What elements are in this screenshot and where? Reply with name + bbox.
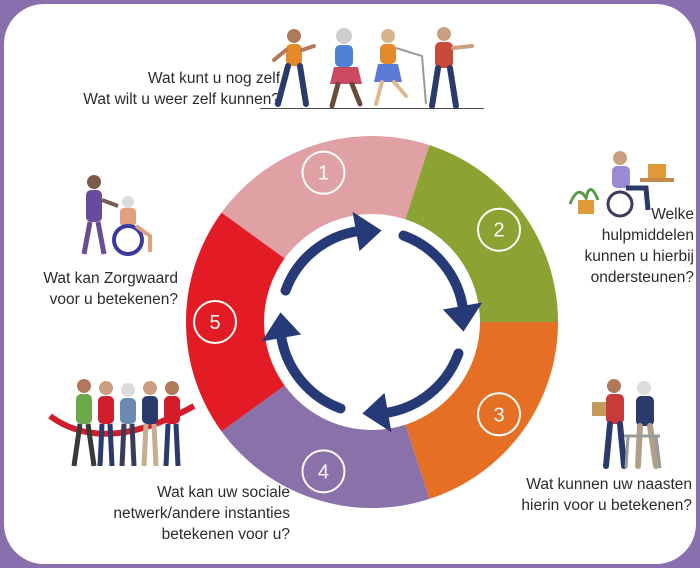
care-cycle-wheel: 1 2 3 4 5 [186, 136, 558, 509]
question-self-ability: Wat kunt u nog zelf Wat wilt u weer zelf… [83, 70, 280, 108]
cycle-arrow-head [261, 312, 302, 342]
cycle-arrow-arc [275, 329, 346, 414]
question-aids: Welke hulpmiddelen kunnen u hierbij onde… [584, 206, 694, 286]
wheelchair-caregiver-icon [81, 175, 152, 256]
segment-1 [221, 136, 430, 259]
segment-2-number: 2 [493, 220, 504, 242]
segment-5-number: 5 [209, 312, 220, 334]
cycle-arrow-head [352, 211, 382, 252]
cycle-arrow-head [362, 392, 392, 433]
cycle-arrows [261, 211, 483, 433]
segment-4-number: 4 [318, 461, 329, 483]
segment-1-number: 1 [318, 163, 329, 185]
social-group-icon [48, 379, 196, 467]
caregiver-walker-icon [592, 379, 662, 469]
question-relatives: Wat kunnen uw naasten hierin voor u bete… [521, 476, 692, 514]
divider-line [260, 108, 484, 109]
diagram-card: 1 2 3 4 5 Wat kunt u nog zelf Wat wilt u wee… [4, 4, 696, 564]
segment-3 [405, 322, 558, 499]
cycle-arrow-arc [379, 348, 464, 419]
cycle-arrow-arc [398, 230, 469, 315]
question-zorgwaard: Wat kan Zorgwaard voor u betekenen? [43, 270, 178, 308]
segment-2-badge [477, 207, 522, 252]
desk-wheelchair-icon [568, 151, 674, 218]
segment-4-badge [301, 449, 346, 494]
cycle-arrow-head [442, 302, 483, 332]
question-social-network: Wat kan uw sociale netwerk/andere instan… [113, 484, 290, 543]
cycle-arrow-arc [280, 225, 365, 296]
segment-3-badge [477, 392, 522, 437]
segment-4 [221, 385, 430, 509]
segment-1-badge [301, 150, 346, 195]
segment-5-badge [193, 300, 237, 344]
segment-2 [405, 145, 558, 322]
active-seniors-icon [272, 27, 474, 109]
segment-3-number: 3 [493, 404, 504, 426]
